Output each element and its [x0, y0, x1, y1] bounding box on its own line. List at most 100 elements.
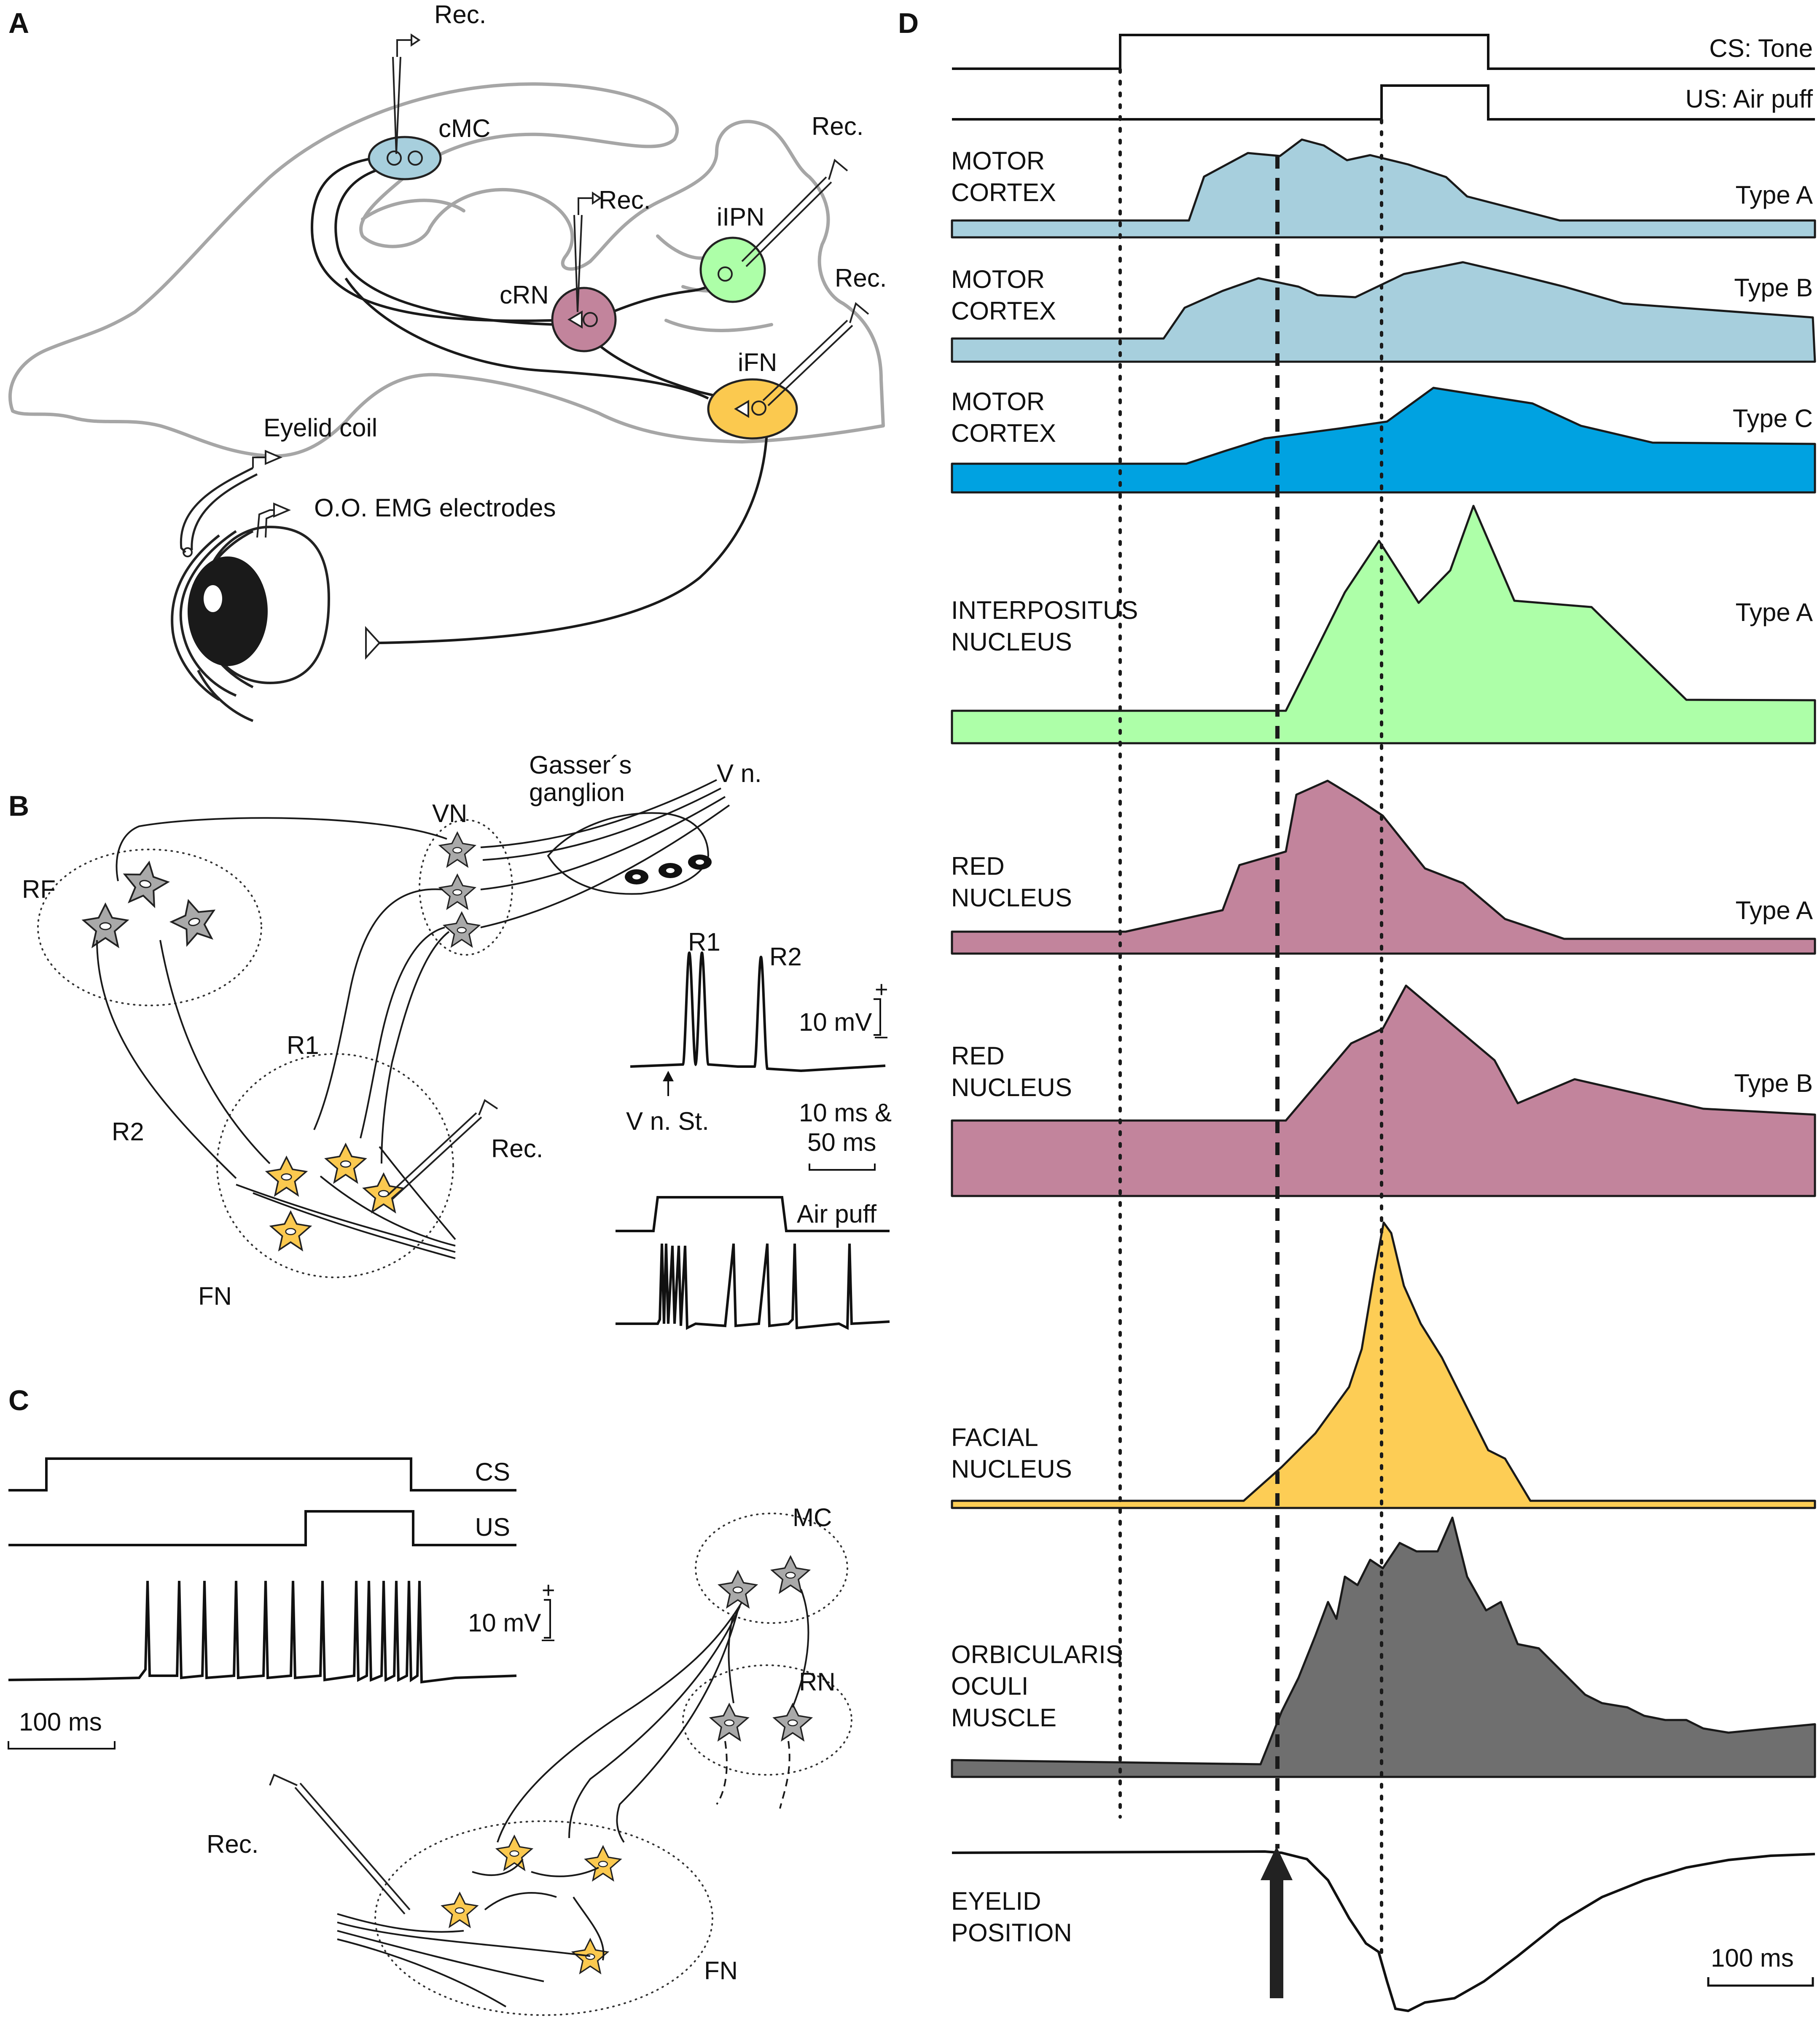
onset-arrow-icon — [1261, 1846, 1293, 1998]
row-red-b: RED NUCLEUS Type B — [951, 984, 1816, 1197]
c-rn-label: RN — [799, 1668, 836, 1696]
emg-label: O.O. EMG electrodes — [314, 494, 556, 522]
gasser-label: Gasser´s — [529, 751, 632, 779]
iipn-nucleus: iIPN Rec. — [699, 112, 863, 303]
neural-pathways — [310, 155, 769, 660]
panel-a: A cMC Rec. — [8, 0, 887, 722]
cs-tone-trace — [952, 34, 1815, 70]
row6-line1: RED — [951, 1042, 1005, 1070]
c-pathways — [269, 1589, 809, 2008]
c-scale-plus: + — [542, 1578, 555, 1603]
row6-line2: NUCLEUS — [951, 1073, 1072, 1102]
eyelid-line2: POSITION — [951, 1919, 1072, 1947]
c-scale-mv: 10 mV — [468, 1609, 541, 1637]
row-red-a: RED NUCLEUS Type A — [951, 779, 1816, 955]
row-eyelid: EYELID POSITION 100 ms — [951, 1846, 1815, 2013]
c-fn-label: FN — [704, 1956, 738, 1985]
row4-type: Type A — [1736, 598, 1813, 626]
gasser-ganglion: Gasser´s ganglion V n. — [529, 751, 762, 895]
c-cs-label: CS — [475, 1458, 510, 1486]
b-fn-neurons — [266, 1099, 498, 1251]
row4-line1: INTERPOSITUS — [951, 596, 1138, 624]
crn-rec-label: Rec. — [599, 186, 651, 214]
row7-line2: NUCLEUS — [951, 1455, 1072, 1483]
rf-neurons — [83, 857, 222, 948]
crn-label: cRN — [500, 281, 549, 309]
us-airpuff-label: US: Air puff — [1686, 85, 1813, 113]
row8-line3: MUSCLE — [951, 1704, 1057, 1732]
row-motor-c: MOTOR CORTEX Type C — [951, 387, 1816, 494]
eyelid-line1: EYELID — [951, 1887, 1041, 1915]
row5-line2: NUCLEUS — [951, 884, 1072, 912]
cmc-label: cMC — [438, 114, 490, 142]
cs-tone-label: CS: Tone — [1709, 34, 1813, 62]
ifn-label: iFN — [738, 348, 777, 376]
c-scale-ms: 100 ms — [19, 1708, 102, 1736]
panel-label-a: A — [8, 7, 29, 39]
c-scale-minus: – — [542, 1626, 554, 1651]
trace-r1-label: R1 — [688, 928, 720, 956]
iipn-rec-label: Rec. — [812, 112, 863, 140]
row6-type: Type B — [1734, 1069, 1813, 1097]
air-puff-label: Air puff — [797, 1200, 876, 1228]
row2-type: Type B — [1734, 274, 1813, 302]
ganglion-label: ganglion — [529, 778, 625, 806]
c-cs-trace — [8, 1457, 516, 1492]
c-rec-label: Rec. — [207, 1830, 258, 1858]
us-airpuff-trace — [952, 84, 1815, 121]
row3-line1: MOTOR — [951, 387, 1045, 416]
ifn-nucleus: iFN Rec. — [707, 264, 887, 440]
air-puff-trace: Air puff — [616, 1196, 890, 1330]
b-rec-label: Rec. — [491, 1134, 543, 1163]
b-scale-plus: + — [875, 977, 888, 1002]
vn-neurons — [439, 832, 480, 947]
c-fn-region — [374, 1820, 713, 2016]
panel-label-d: D — [898, 7, 919, 39]
c-mc-label: MC — [793, 1503, 832, 1532]
row5-line1: RED — [951, 852, 1005, 880]
cmc-nucleus: cMC Rec. — [368, 0, 490, 180]
b-pathways — [96, 779, 730, 1259]
row3-type: Type C — [1733, 404, 1813, 433]
iipn-label: iIPN — [717, 203, 764, 231]
vn-nerve-label: V n. — [717, 759, 762, 787]
panel-c: C CS US 10 mV + – 100 ms — [8, 1384, 852, 2016]
row1-line2: CORTEX — [951, 178, 1056, 207]
panel-label-c: C — [8, 1384, 29, 1416]
fn-region — [216, 1053, 454, 1278]
b-fn-label: FN — [198, 1282, 232, 1310]
eyelid-coil-label: Eyelid coil — [263, 414, 377, 442]
row8-line1: ORBICULARIS — [951, 1640, 1123, 1669]
c-spike-trace — [8, 1580, 517, 1684]
vn-region — [419, 819, 513, 956]
row1-line1: MOTOR — [951, 147, 1045, 175]
b-r2-label: R2 — [112, 1118, 144, 1146]
panel-d: D CS: Tone US: Air puff MOTOR CORTEX Typ… — [898, 7, 1816, 2013]
row-motor-a: MOTOR CORTEX Type A — [951, 138, 1816, 239]
d-scale-bar — [1707, 1977, 1814, 1987]
mc-region — [695, 1513, 848, 1624]
b-scale-mv: 10 mV — [799, 1008, 872, 1036]
row-facial: FACIAL NUCLEUS — [951, 1221, 1816, 1509]
ifn-rec-label: Rec. — [835, 264, 887, 292]
c-us-trace — [8, 1510, 516, 1546]
row7-line1: FACIAL — [951, 1423, 1038, 1451]
b-scale-minus: – — [875, 1023, 887, 1048]
row8-line2: OCULI — [951, 1672, 1028, 1700]
row-motor-b: MOTOR CORTEX Type B — [951, 261, 1816, 363]
eye-illustration: Eyelid coil O.O. EMG electrodes — [171, 414, 556, 722]
b-r1-label: R1 — [287, 1031, 319, 1059]
row1-type: Type A — [1736, 181, 1813, 209]
rf-label: RF — [22, 875, 56, 903]
c-us-label: US — [475, 1513, 510, 1541]
row2-line1: MOTOR — [951, 265, 1045, 293]
trace-r2-label: R2 — [769, 943, 802, 971]
row-orbicularis: ORBICULARIS OCULI MUSCLE — [951, 1516, 1816, 1778]
b-scale-ms: 10 ms & — [799, 1099, 892, 1127]
d-scale-label: 100 ms — [1711, 1944, 1794, 1972]
row4-line2: NUCLEUS — [951, 628, 1072, 656]
vn-label: VN — [432, 799, 467, 828]
crn-nucleus: cRN Rec. — [500, 186, 651, 352]
panel-label-b: B — [8, 790, 29, 822]
